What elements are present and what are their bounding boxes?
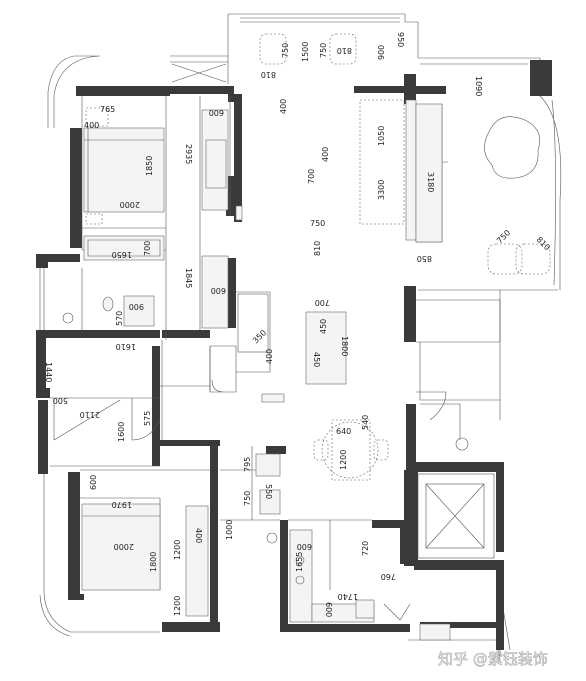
- dim-label: 810: [261, 70, 276, 79]
- dim-label: 600: [324, 602, 333, 617]
- dim-label: 600: [209, 108, 224, 117]
- dim-label: 1845: [184, 268, 193, 288]
- dim-label: 1800: [149, 552, 158, 572]
- dim-label: 600: [211, 286, 226, 295]
- dim-label: 1850: [145, 156, 154, 176]
- dim-label: 1655: [295, 552, 304, 572]
- dim-label: 1600: [117, 422, 126, 442]
- dim-label: 450: [319, 319, 328, 334]
- dim-label: 540: [361, 415, 370, 430]
- dim-label: 1610: [116, 342, 136, 351]
- dim-label: 810: [535, 235, 552, 252]
- dim-label: 400: [84, 121, 99, 130]
- dim-label: 750: [243, 491, 252, 506]
- dim-label: 765: [100, 105, 115, 114]
- dim-label: 900: [129, 302, 144, 311]
- dim-label: 2935: [184, 144, 193, 164]
- dim-label: 700: [143, 241, 152, 256]
- dim-label: 400: [321, 147, 330, 162]
- dim-label: 2000: [114, 542, 134, 551]
- dim-label: 850: [417, 254, 432, 263]
- dim-label: 760: [381, 572, 396, 581]
- dim-label: 640: [336, 427, 351, 436]
- watermark-text: 知乎 @紫钰装饰: [438, 650, 548, 668]
- dim-label: 2000: [120, 200, 140, 209]
- furniture: [62, 33, 551, 641]
- walls: [36, 60, 552, 650]
- dim-label: 1740: [338, 592, 358, 601]
- dim-label: 1000: [225, 520, 234, 540]
- dim-label: 750: [310, 219, 325, 228]
- dim-label: 600: [89, 475, 98, 490]
- dim-label: 700: [307, 169, 316, 184]
- dim-label: 1650: [112, 250, 132, 259]
- dim-label: 575: [143, 411, 152, 426]
- dim-label: 720: [361, 541, 370, 556]
- dim-label: 750: [319, 43, 328, 58]
- dim-label: 1440: [44, 362, 53, 382]
- dim-label: 400: [279, 99, 288, 114]
- dim-label: 1970: [112, 500, 132, 509]
- dim-label: 795: [243, 457, 252, 472]
- dim-label: 750: [495, 228, 512, 245]
- dim-label: 400: [194, 528, 203, 543]
- dim-label: 700: [315, 298, 330, 307]
- dim-label: 810: [337, 46, 352, 55]
- dim-label: 950: [396, 32, 405, 47]
- dim-label: 2110: [80, 410, 100, 419]
- dim-label: 600: [297, 542, 312, 551]
- dim-label: 450: [312, 352, 321, 367]
- dim-label: 1800: [340, 336, 349, 356]
- dim-label: 400: [265, 349, 274, 364]
- dim-label: 500: [53, 396, 68, 405]
- dim-label: 1090: [474, 76, 483, 96]
- dim-label: 1050: [377, 126, 386, 146]
- dim-label: 570: [115, 311, 124, 326]
- dim-label: 900: [377, 45, 386, 60]
- dim-label: 1500: [301, 42, 310, 62]
- dim-label: 1200: [339, 450, 348, 470]
- dim-label: 1200: [173, 596, 182, 616]
- dim-label: 3300: [377, 180, 386, 200]
- dim-label: 1200: [173, 540, 182, 560]
- dim-label: 750: [281, 43, 290, 58]
- dim-label: 350: [251, 328, 268, 345]
- dim-label: 550: [264, 484, 273, 499]
- dim-label: 3180: [426, 172, 435, 192]
- doors: [53, 391, 447, 621]
- dim-label: 810: [313, 241, 322, 256]
